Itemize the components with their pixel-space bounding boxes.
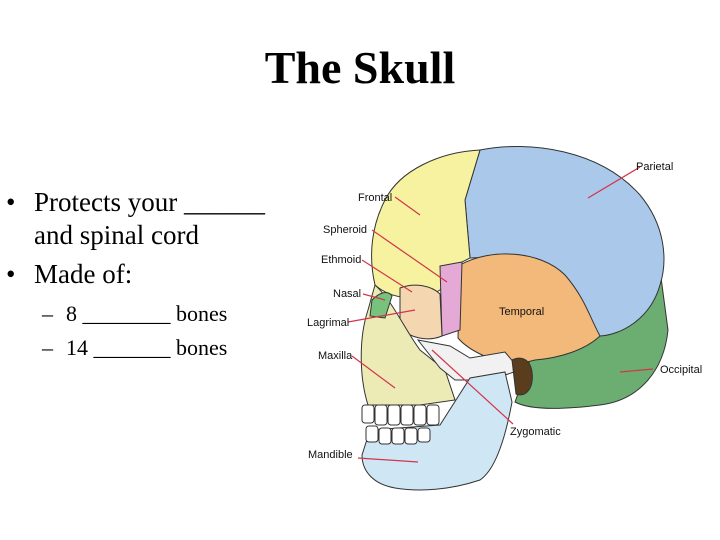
spheroid-bone — [439, 261, 463, 337]
dash-glyph: – — [42, 335, 53, 360]
bullet-item: • Protects your ______ and spinal cord — [0, 186, 300, 252]
label-zygomatic: Zygomatic — [510, 426, 561, 438]
label-occipital: Occipital — [660, 364, 702, 376]
pointer-lines — [347, 166, 654, 463]
sub-bullet-text: 8 ________ bones — [66, 301, 228, 326]
label-lagrimal: Lagrimal — [307, 317, 349, 329]
sub-bullet-item: – 8 ________ bones — [0, 297, 300, 331]
label-spheroid: Spheroid — [323, 224, 367, 236]
label-parietal: Parietal — [636, 161, 673, 173]
label-temporal: Temporal — [499, 306, 544, 318]
ear-opening — [511, 357, 533, 396]
bullet-text: Made of: — [34, 259, 133, 289]
bullet-list: • Protects your ______ and spinal cord •… — [0, 186, 300, 365]
label-nasal: Nasal — [333, 288, 361, 300]
dash-glyph: – — [42, 301, 53, 326]
slide-title: The Skull — [264, 42, 456, 93]
bullet-text: Protects your ______ and spinal cord — [34, 187, 265, 250]
sub-bullet-item: – 14 _______ bones — [0, 331, 300, 365]
label-ethmoid: Ethmoid — [321, 254, 361, 266]
bullet-glyph: • — [6, 187, 16, 217]
teeth — [361, 404, 440, 445]
sub-bullet-text: 14 _______ bones — [66, 335, 228, 360]
bullet-glyph: • — [6, 259, 16, 289]
label-maxilla: Maxilla — [318, 350, 353, 362]
label-frontal: Frontal — [358, 192, 392, 204]
label-mandible: Mandible — [308, 449, 353, 461]
bullet-item: • Made of: — [0, 258, 300, 291]
